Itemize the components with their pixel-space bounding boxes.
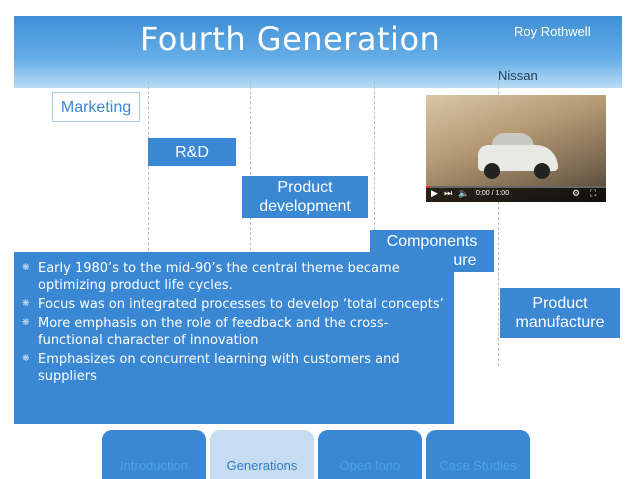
timeline-divider	[498, 76, 499, 366]
next-icon[interactable]: ⏭	[444, 188, 453, 198]
author-label: Roy Rothwell	[514, 24, 591, 39]
video-player[interactable]: ▶ ⏭ 🔈 0:00 / 1:00 ⚙ ⛶	[426, 95, 606, 202]
timeline-divider	[148, 76, 149, 366]
video-progress-fill	[426, 186, 430, 188]
car-wheel	[484, 163, 500, 179]
settings-icon[interactable]: ⚙	[572, 188, 581, 198]
video-progress-bar[interactable]	[426, 186, 606, 188]
tab-open-inno[interactable]: Open Inno	[318, 430, 422, 479]
stage-marketing: Marketing	[52, 92, 140, 122]
bullet-item: ❋More emphasis on the role of feedback a…	[22, 316, 389, 348]
bullet-item: ❋Emphasizes on concurrent learning with …	[22, 352, 400, 384]
nav-tabs: Introduction Generations Open Inno Case …	[102, 430, 532, 479]
tab-case-studies[interactable]: Case Studies	[426, 430, 530, 479]
company-label: Nissan	[498, 68, 538, 83]
tab-generations[interactable]: Generations	[210, 430, 314, 479]
stage-rnd: R&D	[148, 138, 236, 166]
stage-product-manufacture: Product manufacture	[500, 288, 620, 338]
play-icon[interactable]: ▶	[431, 188, 438, 198]
car-wheel	[534, 163, 550, 179]
video-controls: ▶ ⏭ 🔈 0:00 / 1:00 ⚙ ⛶	[426, 186, 606, 202]
title-banner	[14, 16, 622, 88]
fullscreen-icon[interactable]: ⛶	[590, 188, 597, 198]
timeline-divider	[374, 76, 375, 366]
volume-icon[interactable]: 🔈	[458, 188, 470, 198]
video-time: 0:00 / 1:00	[476, 190, 510, 197]
slide-title: Fourth Generation	[140, 20, 441, 58]
bullet-panel: ❋Early 1980’s to the mid-90’s the centra…	[14, 252, 454, 424]
stage-product-development: Product development	[242, 176, 368, 218]
bullet-item: ❋Focus was on integrated processes to de…	[22, 297, 444, 312]
bullet-icon: ❋	[22, 263, 30, 273]
bullet-icon: ❋	[22, 299, 30, 309]
tab-introduction[interactable]: Introduction	[102, 430, 206, 479]
timeline-divider	[250, 76, 251, 366]
bullet-item: ❋Early 1980’s to the mid-90’s the centra…	[22, 261, 400, 293]
bullet-icon: ❋	[22, 354, 30, 364]
bullet-icon: ❋	[22, 318, 30, 328]
